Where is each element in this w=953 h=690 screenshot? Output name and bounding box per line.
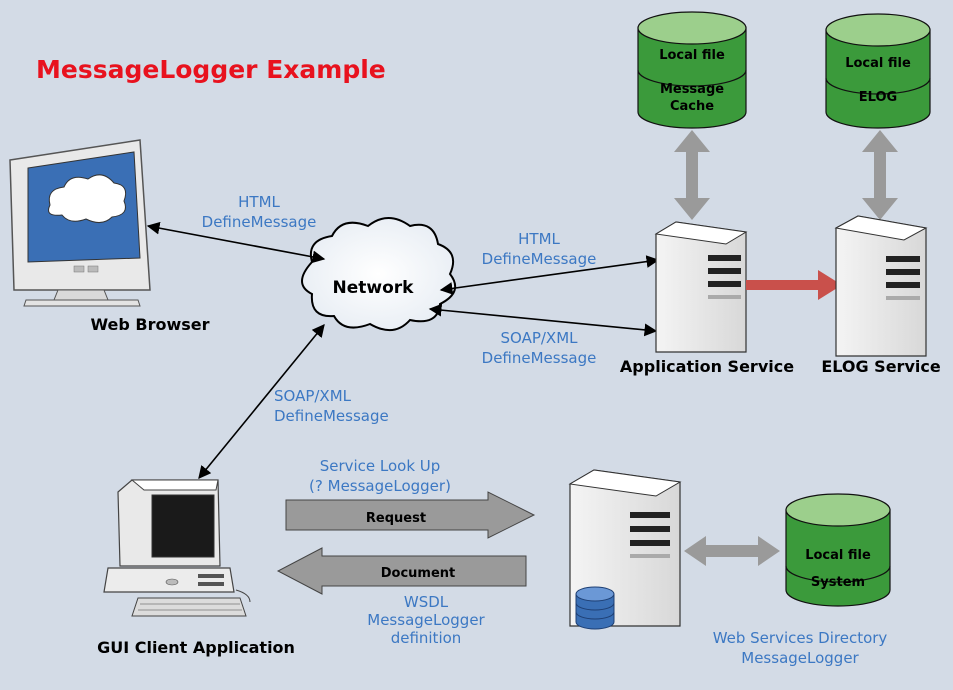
network-app-html-label-2: DefineMessage — [482, 250, 597, 268]
filesystem-top-label: Local file — [805, 548, 871, 563]
gui-network-arrow — [198, 324, 325, 479]
message-cache-label-2: Cache — [670, 99, 714, 114]
gui-network-label-1: SOAP/XML — [274, 387, 352, 405]
application-service-label: Application Service — [620, 357, 794, 376]
filesystem-storage-icon — [785, 493, 891, 607]
service-lookup-label-1: Service Look Up — [320, 457, 441, 475]
document-arrow — [276, 547, 527, 595]
request-label: Request — [366, 511, 426, 526]
network-cloud-icon — [301, 217, 457, 331]
network-app-soap-label-1: SOAP/XML — [501, 329, 579, 347]
browser-network-label-1: HTML — [238, 193, 280, 211]
elog-top-label: Local file — [845, 56, 911, 71]
gui-client-label: GUI Client Application — [97, 638, 295, 657]
web-browser-monitor-icon — [9, 139, 151, 307]
database-icon — [575, 586, 615, 630]
network-appservice-soap-arrow — [428, 303, 658, 337]
network-app-html-label-1: HTML — [518, 230, 560, 248]
wsdl-label-1: WSDL — [404, 593, 449, 611]
ws-directory-label-2: MessageLogger — [741, 649, 859, 667]
diagram-title: MessageLogger Example — [36, 55, 386, 84]
browser-network-arrow — [146, 221, 326, 264]
message-cache-top-label: Local file — [659, 48, 725, 63]
browser-network-label-2: DefineMessage — [202, 213, 317, 231]
elog-bottom-label: ELOG — [859, 90, 897, 105]
ws-directory-label-1: Web Services Directory — [713, 629, 888, 647]
gui-network-label-2: DefineMessage — [274, 407, 389, 425]
app-to-elog-arrow — [746, 270, 842, 300]
cache-app-double-arrow — [674, 130, 710, 220]
directory-filesystem-double-arrow — [684, 536, 780, 566]
network-app-soap-label-2: DefineMessage — [482, 349, 597, 367]
network-appservice-html-arrow — [439, 255, 660, 295]
network-label: Network — [333, 278, 415, 298]
request-arrow — [285, 491, 536, 539]
elog-service-label: ELOG Service — [821, 357, 941, 376]
gui-client-computer-icon — [103, 479, 251, 617]
application-service-server-icon — [654, 221, 748, 353]
web-browser-label: Web Browser — [90, 315, 209, 334]
elog-service-double-arrow — [862, 130, 898, 220]
message-cache-storage-icon — [637, 11, 747, 129]
document-label: Document — [381, 566, 456, 581]
wsdl-label-3: definition — [391, 629, 462, 647]
elog-service-server-icon — [834, 215, 928, 357]
filesystem-bottom-label: System — [811, 575, 865, 590]
service-lookup-label-2: (? MessageLogger) — [309, 477, 451, 495]
message-cache-label-1: Message — [660, 82, 724, 97]
elog-storage-icon — [825, 13, 931, 129]
wsdl-label-2: MessageLogger — [367, 611, 485, 629]
